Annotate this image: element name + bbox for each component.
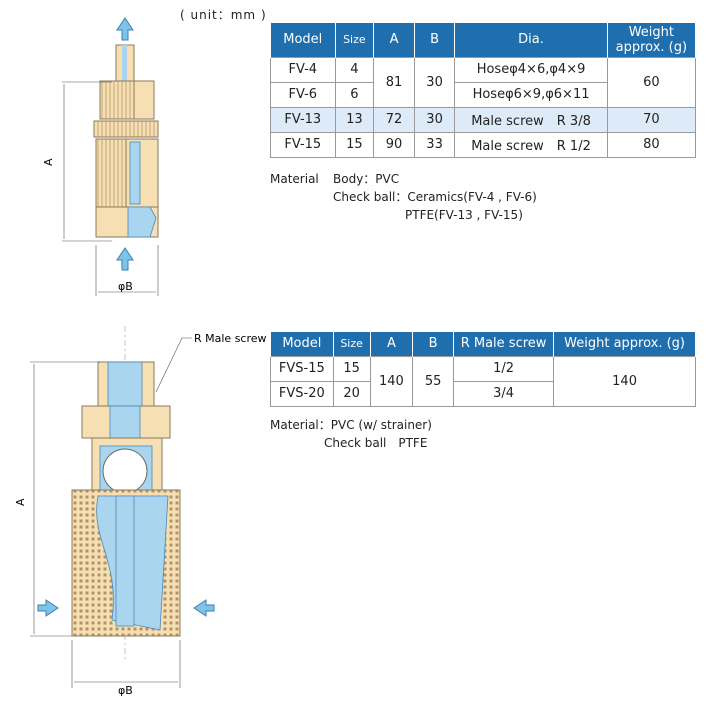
fvs-row-1-screw: 1/2 [452, 355, 555, 382]
fv-dim-a: A [42, 158, 55, 166]
fvs-row-2-size: 20 [332, 380, 371, 407]
fvs-row-2-screw: 3/4 [452, 380, 555, 407]
fv-row-4-a: 90 [373, 131, 415, 158]
fv-row-1-model: FV-4 [270, 56, 336, 83]
fv-row-1-weight: 60 [606, 56, 697, 108]
fv-material-body: Body：PVC [333, 172, 400, 186]
outlet-arrow-icon [116, 17, 134, 41]
fvs-row-1-a: 140 [369, 355, 414, 407]
fv-row-3-a: 72 [373, 106, 415, 133]
fvs-dim-a: A [14, 498, 27, 506]
check-ball [102, 448, 148, 494]
unit-label: ( unit：mm ) [180, 8, 267, 22]
fv-row-3-dia: Male screw R 3/8 [454, 106, 608, 133]
fvs-header-model: Model [270, 332, 334, 356]
left-inlet-arrow-icon [37, 599, 59, 617]
right-inlet-arrow-icon [193, 599, 215, 617]
fv-row-1-a: 81 [373, 56, 415, 108]
fv-row-2-model: FV-6 [270, 81, 336, 108]
fv-header-weight: Weight approx. (g) [606, 23, 697, 57]
fv-row-3-b: 30 [413, 106, 456, 133]
fvs-spec-table: Model Size A B R Male screw Weight appro… [270, 332, 696, 407]
fv-row-2-size: 6 [334, 81, 375, 108]
fv-header-model: Model [270, 23, 336, 57]
fvs-header-screw: R Male screw [452, 332, 555, 356]
fvs-material: Material：PVC (w/ strainer) [270, 418, 432, 432]
fvs-row-2-model: FVS-20 [270, 380, 334, 407]
fv-row-3-model: FV-13 [270, 106, 336, 133]
fv-row-2-dia: Hoseφ6×9,φ6×11 [454, 81, 608, 108]
fv-row-3-weight: 70 [606, 106, 697, 133]
fvs-row-1-model: FVS-15 [270, 355, 334, 382]
fvs-header-size: Size [332, 332, 371, 356]
fvs-row-1-weight: 140 [553, 355, 696, 407]
fvs-header-a: A [369, 332, 414, 356]
fvs-callout: R Male screw [194, 332, 267, 345]
fv-row-3-size: 13 [334, 106, 375, 133]
inlet-arrow-icon [116, 247, 134, 271]
fv-header-dia: Dia. [454, 23, 608, 57]
fvs-material-checkball: Check ball PTFE [324, 436, 428, 450]
fv-row-1-b: 30 [413, 56, 456, 108]
fv-row-4-dia: Male screw R 1/2 [454, 131, 608, 158]
fv-spec-table: Model Size A B Dia. Weight approx. (g) F… [270, 23, 697, 158]
fvs-row-1-size: 15 [332, 355, 371, 382]
fv-row-4-size: 15 [334, 131, 375, 158]
fv-row-4-b: 33 [413, 131, 456, 158]
fv-material-checkball: Check ball：Ceramics(FV-4 , FV-6) [333, 190, 537, 204]
fv-row-4-weight: 80 [606, 131, 697, 158]
fv-header-a: A [373, 23, 415, 57]
fv-row-4-model: FV-15 [270, 131, 336, 158]
fv-header-b: B [413, 23, 456, 57]
fv-header-size: Size [334, 23, 375, 57]
fv-material-label: Material [270, 172, 319, 186]
fv-material-checkball-2: PTFE(FV-13 , FV-15) [405, 208, 523, 222]
fv-row-1-size: 4 [334, 56, 375, 83]
fvs-header-weight: Weight approx. (g) [553, 332, 696, 356]
fvs-header-b: B [412, 332, 454, 356]
fvs-drawing: R Male screw A φB [14, 326, 267, 697]
fv-drawing: A φB [42, 17, 159, 296]
fv-dim-b: φB [118, 280, 133, 293]
fvs-row-1-b: 55 [412, 355, 454, 407]
fv-row-1-dia: Hoseφ4×6,φ4×9 [454, 56, 608, 83]
fvs-dim-b: φB [118, 684, 133, 697]
